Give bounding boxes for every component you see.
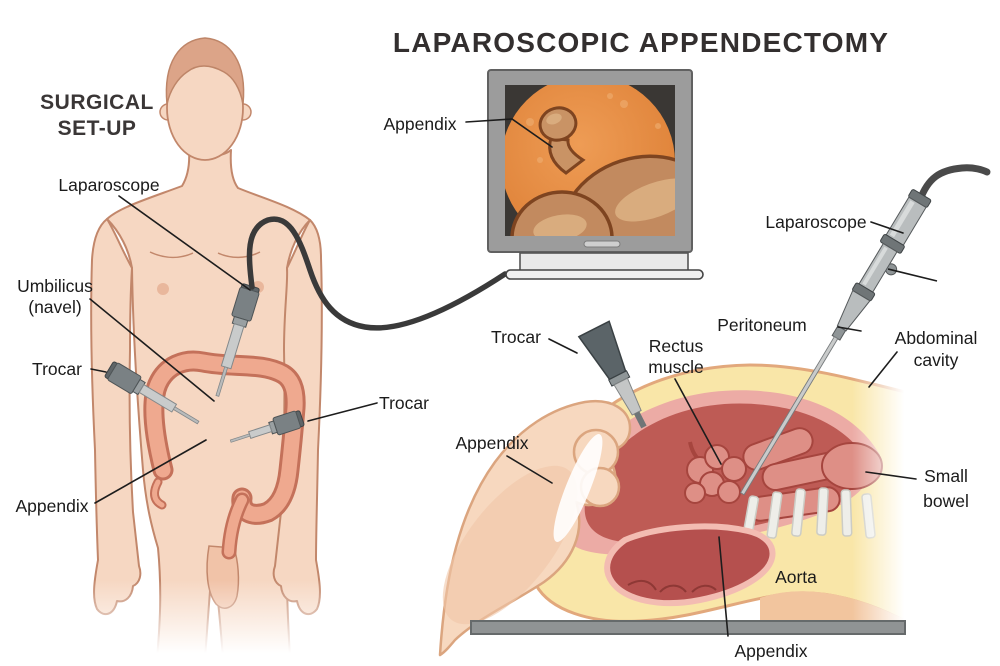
leader-appendix-monitor <box>465 118 553 148</box>
cross-section-right-fade <box>852 355 910 627</box>
trocar-cross-instrument <box>577 320 647 429</box>
label-umbilicus-line2: (navel) <box>28 297 82 317</box>
abdomen-cross-section <box>438 320 910 657</box>
leader-appendix-figure <box>94 439 207 504</box>
leader-laparoscope-left <box>118 195 251 291</box>
endoscopic-view <box>505 85 675 236</box>
label-abdominal-line1: Abdominal <box>895 328 978 348</box>
collarbone-right <box>217 251 261 259</box>
monitor-button <box>583 240 621 248</box>
label-abdominal-line2: cavity <box>914 350 959 370</box>
label-laparoscope-left: Laparoscope <box>58 175 159 195</box>
leader-trocar-mid <box>307 402 378 422</box>
leader-rectus-muscle <box>674 378 722 465</box>
label-appendix-figure: Appendix <box>16 496 89 516</box>
collarbone-left <box>149 251 194 259</box>
label-trocar-mid: Trocar <box>379 393 429 413</box>
leader-appendix-bottom <box>718 536 729 637</box>
surgical-setup-heading-line1: SURGICAL <box>40 91 154 114</box>
leader-small-bowel <box>865 471 917 480</box>
leader-appendix-cross <box>506 455 553 484</box>
gas-port-line <box>887 268 938 282</box>
label-aorta: Aorta <box>775 567 817 587</box>
appendix-on-screen <box>548 136 586 175</box>
cecum-on-screen <box>559 154 675 236</box>
operating-table <box>470 620 906 635</box>
label-trocar-cross: Trocar <box>491 327 541 347</box>
leader-lines <box>89 118 917 637</box>
scope-cable <box>916 164 991 204</box>
trocar-left-instrument <box>104 361 200 425</box>
monitor-stand <box>519 252 689 272</box>
leader-trocar-left <box>90 368 107 373</box>
large-intestine <box>143 350 306 560</box>
label-rectus-line2: muscle <box>648 357 703 377</box>
nipple-left <box>157 283 169 295</box>
diagram-title: LAPAROSCOPIC APPENDECTOMY <box>393 27 889 58</box>
hair <box>165 37 245 105</box>
leader-laparoscope-right <box>870 221 904 234</box>
label-rectus-line1: Rectus <box>649 336 704 356</box>
label-small-bowel-line1: Small <box>924 466 968 486</box>
label-appendix-cross: Appendix <box>456 433 529 453</box>
label-small-bowel-line2: bowel <box>923 491 969 511</box>
fat-highlight <box>553 434 603 542</box>
leader-abdominal-cavity <box>868 351 898 388</box>
label-trocar-left: Trocar <box>32 359 82 379</box>
label-laparoscope-right: Laparoscope <box>765 212 866 232</box>
label-peritoneum: Peritoneum <box>717 315 807 335</box>
label-appendix-bottom: Appendix <box>735 641 808 661</box>
leader-peritoneum <box>837 326 862 332</box>
patient-figure <box>60 37 508 666</box>
figure-bottom-fade <box>60 580 350 666</box>
monitor-base <box>505 269 704 280</box>
appendix-pouch <box>604 523 776 607</box>
label-umbilicus-line1: Umbilicus <box>17 276 93 296</box>
leader-umbilicus <box>89 298 215 402</box>
leader-trocar-cross <box>548 338 578 354</box>
label-appendix-monitor: Appendix <box>384 114 457 134</box>
surgical-setup-heading-line2: SET-UP <box>58 117 137 140</box>
laparoscope-instrument <box>215 283 260 397</box>
laparoscope-right-instrument <box>739 164 991 496</box>
text-labels: LAPAROSCOPIC APPENDECTOMY SURGICAL SET-U… <box>16 27 978 661</box>
trocar-right-instrument <box>229 410 305 443</box>
monitor <box>487 69 704 280</box>
camera-cable <box>246 216 508 331</box>
